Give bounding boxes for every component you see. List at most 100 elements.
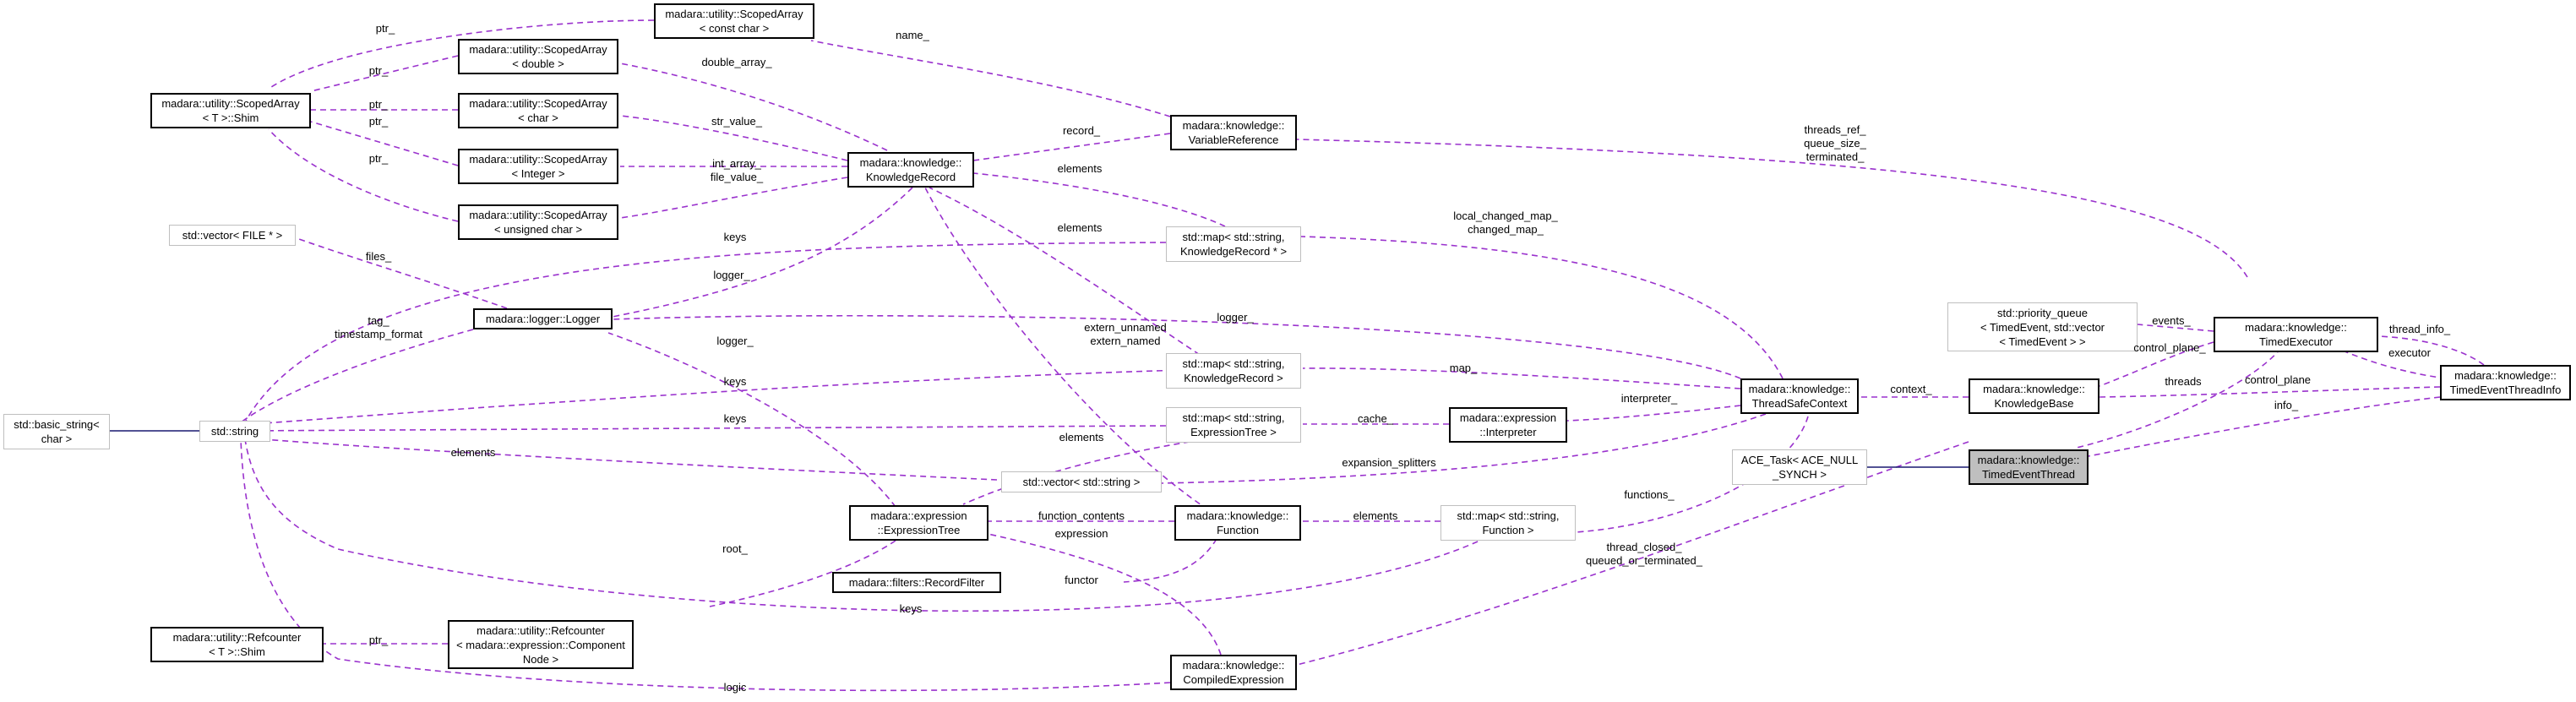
label-line: threads	[2165, 375, 2202, 388]
edge-threads-ref	[1296, 139, 2248, 278]
node-line: KnowledgeRecord	[865, 171, 956, 183]
node-refcounter-shim[interactable]: madara::utility::Refcounter < T >::Shim	[150, 627, 324, 662]
edge-label-ptr-char: ptr_	[369, 98, 388, 112]
node-line: std::vector< FILE * >	[182, 229, 283, 242]
node-map-record-ptr[interactable]: std::map< std::string, KnowledgeRecord *…	[1166, 226, 1301, 262]
node-line: TimedEventThreadInfo	[2449, 384, 2562, 396]
label-line: name_	[896, 29, 929, 41]
node-std-string[interactable]: std::string	[199, 421, 270, 442]
node-scoped-array-integer[interactable]: madara::utility::ScopedArray < Integer >	[458, 149, 618, 184]
node-priority-queue[interactable]: std::priority_queue < TimedEvent, std::v…	[1947, 302, 2138, 351]
node-line: < T >::Shim	[202, 112, 259, 124]
node-map-expr-tree[interactable]: std::map< std::string, ExpressionTree >	[1166, 407, 1301, 443]
node-thread-safe-context[interactable]: madara::knowledge:: ThreadSafeContext	[1740, 378, 1859, 414]
edge-label-expression: expression	[1055, 527, 1108, 541]
node-line: KnowledgeBase	[1994, 397, 2074, 410]
edge-events	[2137, 324, 2214, 332]
edge-label-interpreter: interpreter_	[1621, 392, 1677, 405]
edge-label-record: record_	[1063, 124, 1100, 138]
edge-files	[286, 234, 508, 309]
node-vector-file[interactable]: std::vector< FILE * >	[169, 225, 296, 246]
edge-double-array	[619, 63, 888, 151]
node-line: Function >	[1482, 524, 1534, 536]
label-line: logic	[723, 681, 747, 694]
node-record-filter[interactable]: madara::filters::RecordFilter	[832, 572, 1001, 593]
node-knowledge-record[interactable]: madara::knowledge:: KnowledgeRecord	[847, 152, 974, 188]
edge-expression	[979, 531, 1222, 656]
node-line: madara::utility::ScopedArray	[469, 153, 607, 166]
node-map-record[interactable]: std::map< std::string, KnowledgeRecord >	[1166, 353, 1301, 389]
edge-label-info: info_	[2274, 399, 2298, 412]
node-line: std::priority_queue	[1997, 306, 2088, 319]
node-interpreter[interactable]: madara::expression ::Interpreter	[1449, 407, 1567, 443]
node-line: Function	[1217, 524, 1259, 536]
node-vector-string[interactable]: std::vector< std::string >	[1001, 471, 1162, 492]
label-line: elements	[1059, 431, 1104, 444]
node-timed-event-thread-info[interactable]: madara::knowledge:: TimedEventThreadInfo	[2440, 365, 2571, 400]
label-line: changed_map_	[1468, 223, 1544, 236]
node-logger[interactable]: madara::logger::Logger	[473, 308, 613, 329]
edge-label-logic: logic	[724, 681, 747, 694]
node-scoped-array-unsigned-char[interactable]: madara::utility::ScopedArray < unsigned …	[458, 204, 618, 240]
node-expression-tree[interactable]: madara::expression ::ExpressionTree	[849, 505, 988, 541]
node-line: KnowledgeRecord * >	[1179, 245, 1288, 258]
edge-label-keys-record: keys	[724, 375, 747, 389]
edge-label-name: name_	[896, 29, 929, 42]
node-line: TimedExecutor	[2259, 335, 2333, 348]
label-line: local_changed_map_	[1453, 210, 1558, 222]
node-timed-event-thread[interactable]: madara::knowledge:: TimedEventThread	[1969, 449, 2089, 485]
edge-control-plane-info	[2099, 386, 2441, 398]
node-line: madara::expression	[1459, 411, 1557, 424]
node-variable-reference[interactable]: madara::knowledge:: VariableReference	[1170, 115, 1297, 150]
node-timed-executor[interactable]: madara::knowledge:: TimedExecutor	[2214, 317, 2378, 352]
node-scoped-array-shim[interactable]: madara::utility::ScopedArray < T >::Shim	[150, 93, 311, 128]
label-line: record_	[1062, 124, 1101, 137]
label-line: extern_unnamed	[1084, 321, 1167, 334]
label-line: ptr_	[368, 152, 389, 165]
edge-ptr-double	[310, 55, 459, 92]
node-line: std::vector< std::string >	[1022, 476, 1141, 488]
node-scoped-array-const-char[interactable]: madara::utility::ScopedArray < const cha…	[654, 3, 814, 39]
node-scoped-array-double[interactable]: madara::utility::ScopedArray < double >	[458, 39, 618, 74]
label-line: events_	[2152, 314, 2191, 327]
label-line: thread_info_	[2388, 323, 2451, 335]
node-knowledge-base[interactable]: madara::knowledge:: KnowledgeBase	[1969, 378, 2099, 414]
node-line: madara::utility::ScopedArray	[469, 209, 607, 221]
node-ace-task[interactable]: ACE_Task< ACE_NULL _SYNCH >	[1732, 449, 1867, 485]
edge-label-files: files_	[366, 250, 391, 264]
node-line: < unsigned char >	[493, 223, 583, 236]
node-function[interactable]: madara::knowledge:: Function	[1174, 505, 1301, 541]
node-scoped-array-char[interactable]: madara::utility::ScopedArray < char >	[458, 93, 618, 128]
edge-info	[2088, 396, 2441, 457]
edge-label-ptr-unsigned: ptr_	[369, 152, 388, 166]
node-line: KnowledgeRecord >	[1184, 372, 1283, 384]
node-line: ExpressionTree >	[1190, 426, 1277, 438]
node-refcounter-component[interactable]: madara::utility::Refcounter < madara::ex…	[448, 620, 634, 669]
edge-label-ptr-refcounter: ptr_	[369, 634, 388, 647]
label-line: int_array_	[712, 157, 761, 170]
edge-label-local-changed: local_changed_map_ changed_map_	[1453, 210, 1558, 237]
label-line: terminated_	[1805, 150, 1865, 163]
node-line: char >	[41, 433, 73, 445]
node-line: < TimedEvent > >	[1999, 335, 2086, 348]
node-basic-string[interactable]: std::basic_string< char >	[3, 414, 110, 449]
node-line: < double >	[512, 57, 564, 70]
node-line: madara::utility::ScopedArray	[469, 43, 607, 56]
edge-thread-closed	[1296, 441, 1969, 666]
edge-functions	[1575, 416, 1809, 533]
edge-name	[810, 40, 1171, 117]
edge-label-keys-ptr: keys	[724, 231, 747, 244]
label-line: str_value_	[711, 115, 762, 128]
node-line: std::map< std::string,	[1182, 411, 1285, 424]
label-line: executor	[2388, 346, 2431, 359]
node-line: madara::knowledge::	[1983, 383, 2085, 395]
node-compiled-expression[interactable]: madara::knowledge:: CompiledExpression	[1170, 655, 1297, 690]
edge-record	[972, 133, 1171, 161]
label-line: logger_	[713, 269, 750, 281]
label-line: files_	[365, 250, 392, 263]
label-line: ptr_	[368, 64, 389, 77]
node-line: madara::utility::ScopedArray	[665, 8, 803, 20]
edge-logger-kr	[612, 187, 913, 318]
label-line: extern_named	[1090, 335, 1161, 347]
node-map-function[interactable]: std::map< std::string, Function >	[1440, 505, 1576, 541]
